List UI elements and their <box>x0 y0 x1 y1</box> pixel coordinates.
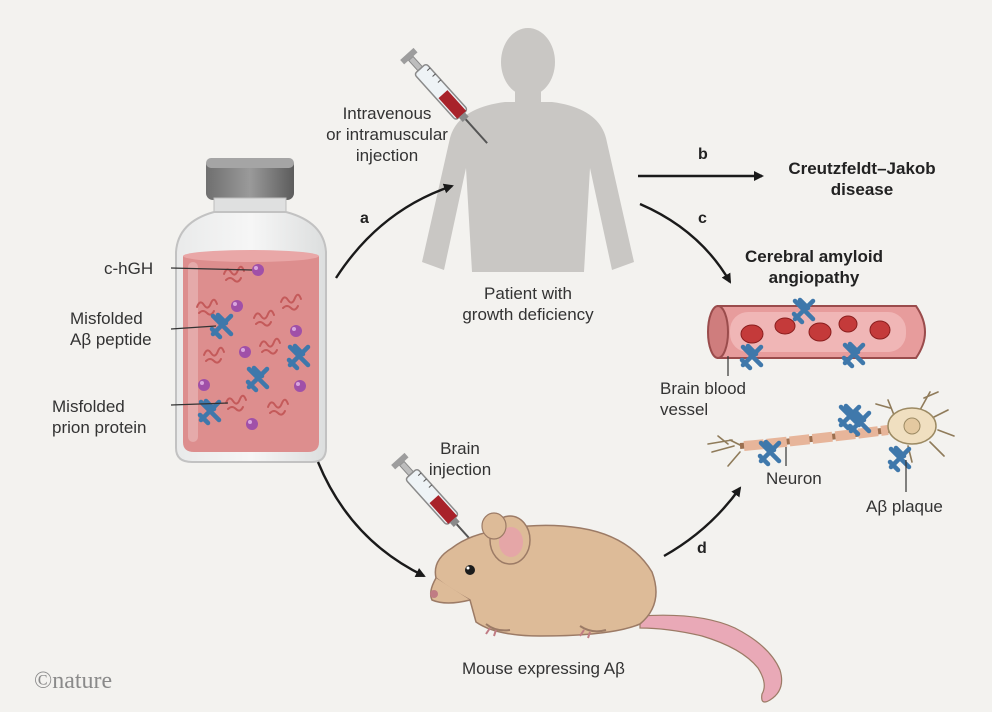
label-caa: Cerebral amyloid angiopathy <box>734 246 894 288</box>
label-chgh: c-hGH <box>104 259 154 278</box>
label-misfolded-prion: Misfolded prion protein <box>52 396 147 438</box>
pathway-letter-a: a <box>360 210 369 227</box>
arrow-d <box>663 486 742 558</box>
pathway-letter-d: d <box>697 540 707 557</box>
label-cjd: Creutzfeldt–Jakob disease <box>782 158 942 200</box>
label-mouse: Mouse expressing Aβ <box>462 659 625 678</box>
label-patient-line2: growth deficiency <box>462 305 594 324</box>
pathway-letter-b: b <box>698 146 708 163</box>
mouse-illustration <box>429 512 783 703</box>
patient-silhouette <box>422 28 634 272</box>
neuron-illustration <box>707 391 955 470</box>
label-cjd-line2: disease <box>830 180 894 199</box>
label-misfolded-ab-line1: Misfolded <box>70 309 143 328</box>
label-neuron: Neuron <box>766 469 822 488</box>
label-caa-line2: angiopathy <box>768 268 860 287</box>
label-iv-injection-line2: or intramuscular <box>326 125 448 144</box>
pathway-letter-c: c <box>698 210 707 227</box>
label-brain-injection-line1: Brain <box>440 439 480 458</box>
label-misfolded-prion-line1: Misfolded <box>52 397 125 416</box>
label-brain-vessel-line1: Brain blood <box>660 379 747 398</box>
label-patient: Patient with growth deficiency <box>458 283 598 325</box>
label-brain-injection-line2: injection <box>428 460 492 479</box>
arrow-a <box>334 183 454 279</box>
label-misfolded-ab-line2: Aβ peptide <box>70 330 152 349</box>
label-iv-injection-line1: Intravenous <box>342 104 432 123</box>
label-brain-vessel-line2: vessel <box>660 400 709 419</box>
label-cjd-line1: Creutzfeldt–Jakob <box>788 159 936 178</box>
arrow-c <box>639 202 732 284</box>
vial-leader-lines <box>170 267 253 406</box>
label-ab-plaque: Aβ plaque <box>866 497 943 516</box>
label-misfolded-prion-line2: prion protein <box>52 418 147 437</box>
label-iv-injection-line3: injection <box>355 146 419 165</box>
label-brain-injection: Brain injection <box>410 438 510 480</box>
blood-vessel <box>707 300 926 368</box>
label-iv-injection: Intravenous or intramuscular injection <box>322 103 452 166</box>
label-caa-line1: Cerebral amyloid <box>745 247 883 266</box>
label-brain-vessel: Brain blood vessel <box>660 378 746 420</box>
nature-logo: ©nature <box>34 668 113 694</box>
syringe-iv <box>400 47 488 144</box>
arrow-d-in <box>316 461 426 578</box>
label-misfolded-ab: Misfolded Aβ peptide <box>70 308 152 350</box>
label-patient-line1: Patient with <box>484 284 572 303</box>
pathway-arrows <box>316 171 764 578</box>
annotation-leader-lines <box>727 356 907 492</box>
